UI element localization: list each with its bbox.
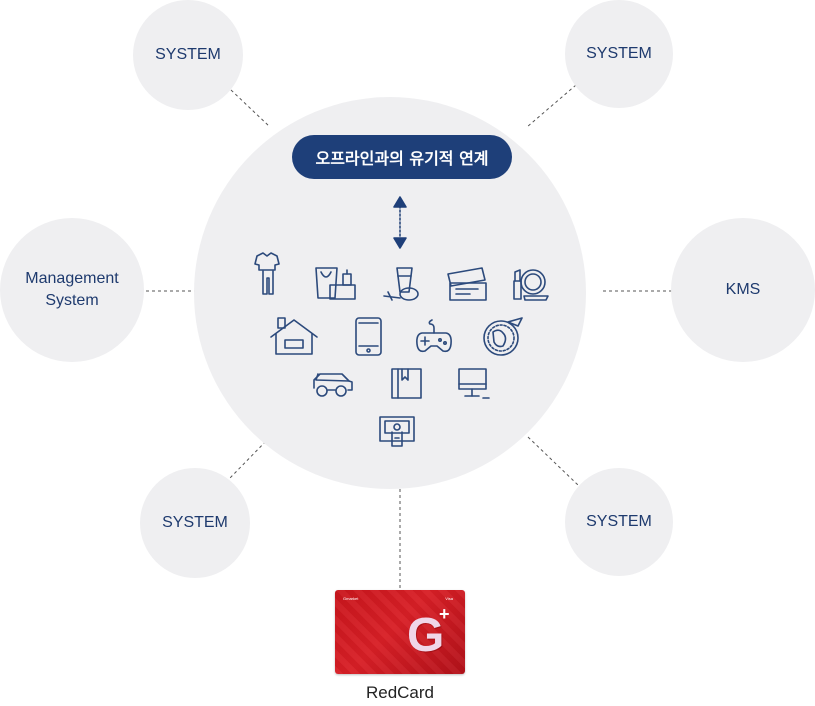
food-drink-icon (383, 267, 419, 301)
node-bottom-left[interactable]: SYSTEM (140, 468, 250, 578)
shopping-bag-icon (315, 267, 356, 300)
node-top-right[interactable]: SYSTEM (565, 0, 673, 108)
node-label: SYSTEM (586, 45, 652, 62)
node-label: KMS (725, 281, 761, 298)
cosmetics-icon (513, 269, 549, 301)
node-left[interactable]: Management System (0, 218, 144, 362)
connector-top-left (230, 89, 271, 128)
card-g-logo: G (407, 609, 445, 662)
node-top-left[interactable]: SYSTEM (133, 0, 243, 110)
smartphone-icon (355, 317, 382, 356)
card-label: RedCard (365, 683, 435, 702)
house-icon (270, 317, 318, 355)
travel-globe-icon (483, 317, 523, 356)
card-brand-right: Visa (445, 596, 453, 601)
node-label: SYSTEM (162, 514, 228, 531)
node-label: Management System (25, 270, 119, 309)
node-label: SYSTEM (155, 46, 221, 63)
node-bottom-right[interactable]: SYSTEM (565, 468, 673, 576)
book-icon (391, 368, 422, 399)
card-plus-logo: + (439, 604, 450, 624)
redcard-image[interactable]: Gmarket Visa G + (335, 590, 465, 674)
car-icon (313, 373, 353, 397)
center-title-pill: 오프라인과의 유기적 연계 (292, 135, 512, 179)
connector-top-right (526, 84, 577, 128)
card-brand-left: Gmarket (343, 596, 359, 601)
card-pattern (335, 590, 465, 674)
node-label: SYSTEM (586, 513, 652, 530)
clothing-icon (254, 252, 280, 295)
center-title: 오프라인과의 유기적 연계 (315, 149, 489, 168)
ticket-icon (447, 267, 487, 301)
game-controller-icon (416, 319, 452, 353)
atm-kiosk-icon (379, 416, 415, 447)
computer-monitor-icon (458, 368, 490, 399)
double-arrow-icon (393, 196, 407, 249)
node-right[interactable]: KMS (671, 218, 815, 362)
